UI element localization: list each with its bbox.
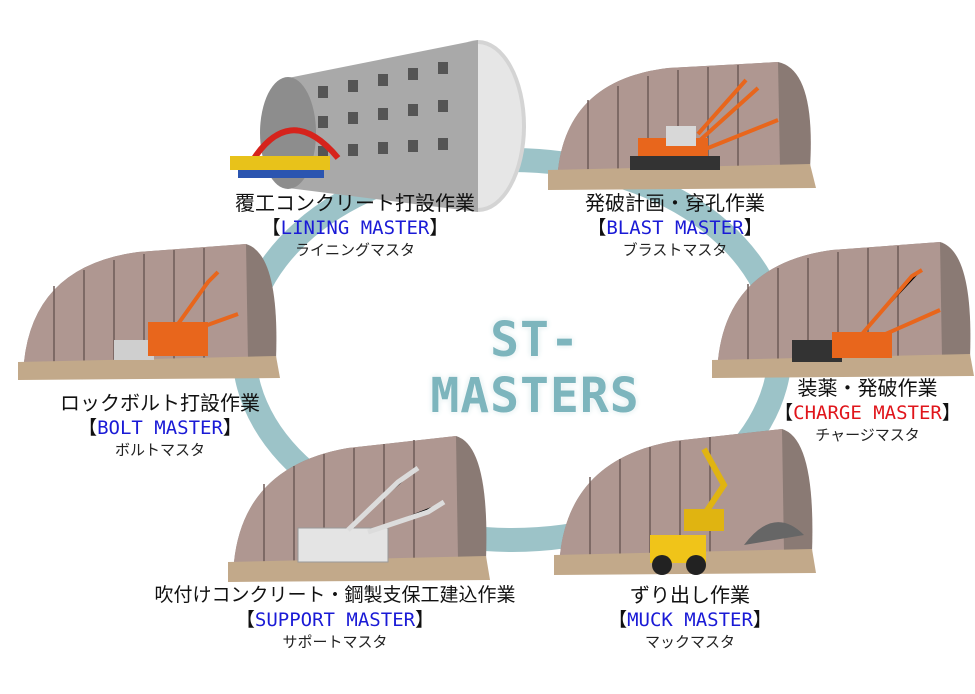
charge-master: 【CHARGE MASTER】	[774, 402, 961, 424]
blast-task: 発破計画・穿孔作業	[585, 191, 765, 215]
lining-task: 覆工コンクリート打設作業	[235, 191, 475, 215]
bolt-kana: ボルトマスタ	[114, 441, 205, 459]
blast-master: 【BLAST MASTER】	[587, 217, 763, 239]
lining-machine-illustration	[230, 40, 526, 212]
blast-label: 発破計画・穿孔作業 【BLAST MASTER】 ブラストマスタ	[560, 190, 790, 260]
muck-task: ずり出し作業	[630, 583, 750, 607]
support-label: 吹付けコンクリート・鋼製支保工建込作業 【SUPPORT MASTER】 サポー…	[120, 582, 550, 652]
muck-machine-illustration	[554, 429, 816, 575]
center-title: ST-MASTERS	[430, 312, 640, 424]
bolt-master: 【BOLT MASTER】	[78, 417, 242, 439]
bolt-machine-illustration	[18, 244, 280, 380]
muck-label: ずり出し作業 【MUCK MASTER】 マックマスタ	[585, 582, 795, 652]
charge-task: 装薬・発破作業	[797, 376, 938, 400]
kana-muck: マックマスタ	[644, 633, 735, 651]
charge-machine-illustration	[712, 242, 974, 378]
support-task: 吹付けコンクリート・鋼製支保工建込作業	[154, 584, 516, 606]
blast-kana: ブラストマスタ	[622, 241, 728, 259]
support-master: 【SUPPORT MASTER】	[235, 609, 435, 631]
muck-master: 【MUCK MASTER】	[608, 609, 772, 631]
lining-master: 【LINING MASTER】	[261, 217, 449, 239]
bolt-task: ロックボルト打設作業	[60, 391, 260, 415]
charge-kana: チャージマスタ	[815, 426, 920, 444]
blast-machine-illustration	[548, 62, 816, 190]
bolt-label: ロックボルト打設作業 【BOLT MASTER】 ボルトマスタ	[30, 390, 290, 460]
support-machine-illustration	[228, 436, 490, 582]
charge-label: 装薬・発破作業 【CHARGE MASTER】 チャージマスタ	[765, 375, 970, 445]
lining-kana: ライニングマスタ	[294, 241, 415, 259]
lining-label: 覆工コンクリート打設作業 【LINING MASTER】 ライニングマスタ	[200, 190, 510, 260]
support-kana: サポートマスタ	[282, 633, 388, 651]
